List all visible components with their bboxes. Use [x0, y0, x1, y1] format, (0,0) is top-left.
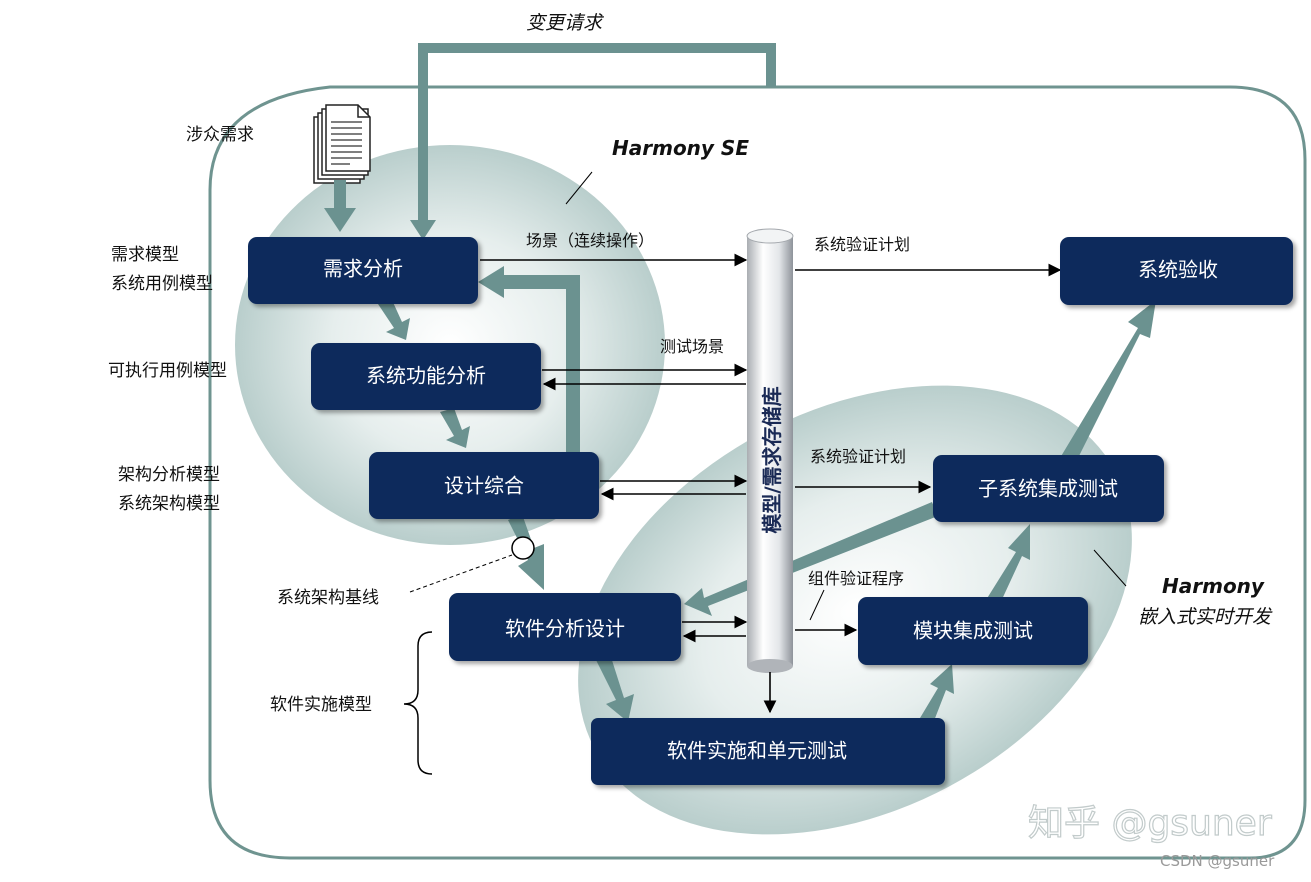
svg-text:系统功能分析: 系统功能分析: [366, 364, 486, 388]
sys-verif-plan-top-label: 系统验证计划: [814, 235, 910, 254]
box-req-analysis[interactable]: 需求分析: [248, 237, 478, 304]
repository-label: 模型/需求存储库: [760, 386, 784, 533]
req-model-label: 需求模型: [111, 245, 179, 265]
box-sw-analysis-design[interactable]: 软件分析设计: [449, 593, 681, 661]
arch-analysis-model-label: 架构分析模型: [118, 465, 220, 485]
change-request-label: 变更请求: [526, 12, 605, 34]
svg-text:设计综合: 设计综合: [444, 474, 524, 498]
svg-text:系统验收: 系统验收: [1138, 258, 1218, 282]
svg-text:模块集成测试: 模块集成测试: [913, 619, 1033, 643]
sw-impl-model-label: 软件实施模型: [270, 695, 372, 715]
baseline-marker: [511, 536, 535, 560]
svg-text:需求分析: 需求分析: [323, 257, 403, 281]
harmony-se-title: Harmony SE: [612, 136, 749, 160]
box-design-synthesis[interactable]: 设计综合: [369, 452, 599, 519]
sys-arch-model-label: 系统架构模型: [118, 494, 220, 514]
sw-impl-brace: [403, 631, 433, 775]
exec-use-case-model-label: 可执行用例模型: [108, 361, 227, 381]
document-stack-icon: [313, 104, 371, 184]
model-requirement-repository: [746, 228, 794, 673]
svg-text:子系统集成测试: 子系统集成测试: [978, 477, 1118, 501]
box-subsystem-integration-test[interactable]: 子系统集成测试: [933, 455, 1164, 522]
box-system-acceptance[interactable]: 系统验收: [1060, 237, 1293, 305]
test-scenario-label: 测试场景: [660, 337, 724, 356]
component-verif-label: 组件验证程序: [808, 569, 904, 588]
box-module-integration-test[interactable]: 模块集成测试: [858, 597, 1088, 665]
sys-verif-plan-mid-label: 系统验证计划: [810, 447, 906, 466]
watermark-main: 知乎 @gsuner: [1028, 803, 1272, 844]
harmony-title: Harmony: [1162, 574, 1265, 598]
arch-baseline-label: 系统架构基线: [277, 588, 379, 608]
stakeholder-req-label: 涉众需求: [186, 125, 254, 145]
svg-text:软件实施和单元测试: 软件实施和单元测试: [667, 739, 847, 763]
scenario-label: 场景（连续操作）: [526, 231, 654, 250]
svg-text:软件分析设计: 软件分析设计: [505, 617, 625, 641]
data-flow-arrows: [480, 253, 1062, 714]
callout-lines: [409, 171, 1127, 621]
box-sw-impl-unit-test[interactable]: 软件实施和单元测试: [591, 718, 945, 785]
watermark-small: CSDN @gsuner: [1160, 852, 1275, 870]
change-request-arrowhead: [410, 220, 436, 240]
embedded-rt-label: 嵌入式实时开发: [1138, 606, 1273, 628]
change-request-loop: [418, 43, 776, 222]
box-sys-func-analysis[interactable]: 系统功能分析: [311, 343, 541, 410]
use-case-model-label: 系统用例模型: [111, 274, 213, 294]
outer-frame: [208, 85, 1307, 860]
